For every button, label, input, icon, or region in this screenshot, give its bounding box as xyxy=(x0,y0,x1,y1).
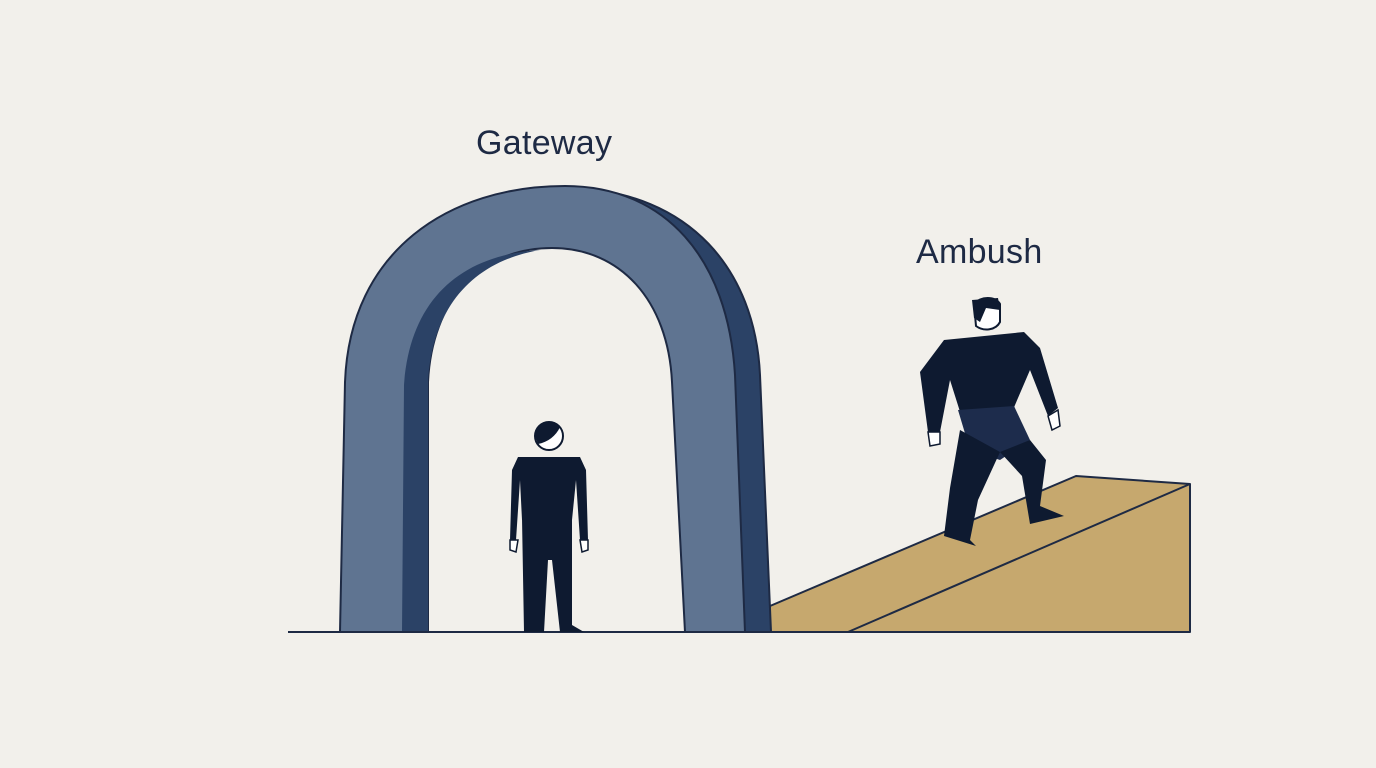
ambush-label: Ambush xyxy=(916,233,1043,271)
gateway-label: Gateway xyxy=(476,124,613,162)
standing-figure xyxy=(509,421,589,632)
ramp xyxy=(769,475,1191,633)
ambush-figure xyxy=(920,297,1064,546)
gateway-arch xyxy=(339,185,772,633)
